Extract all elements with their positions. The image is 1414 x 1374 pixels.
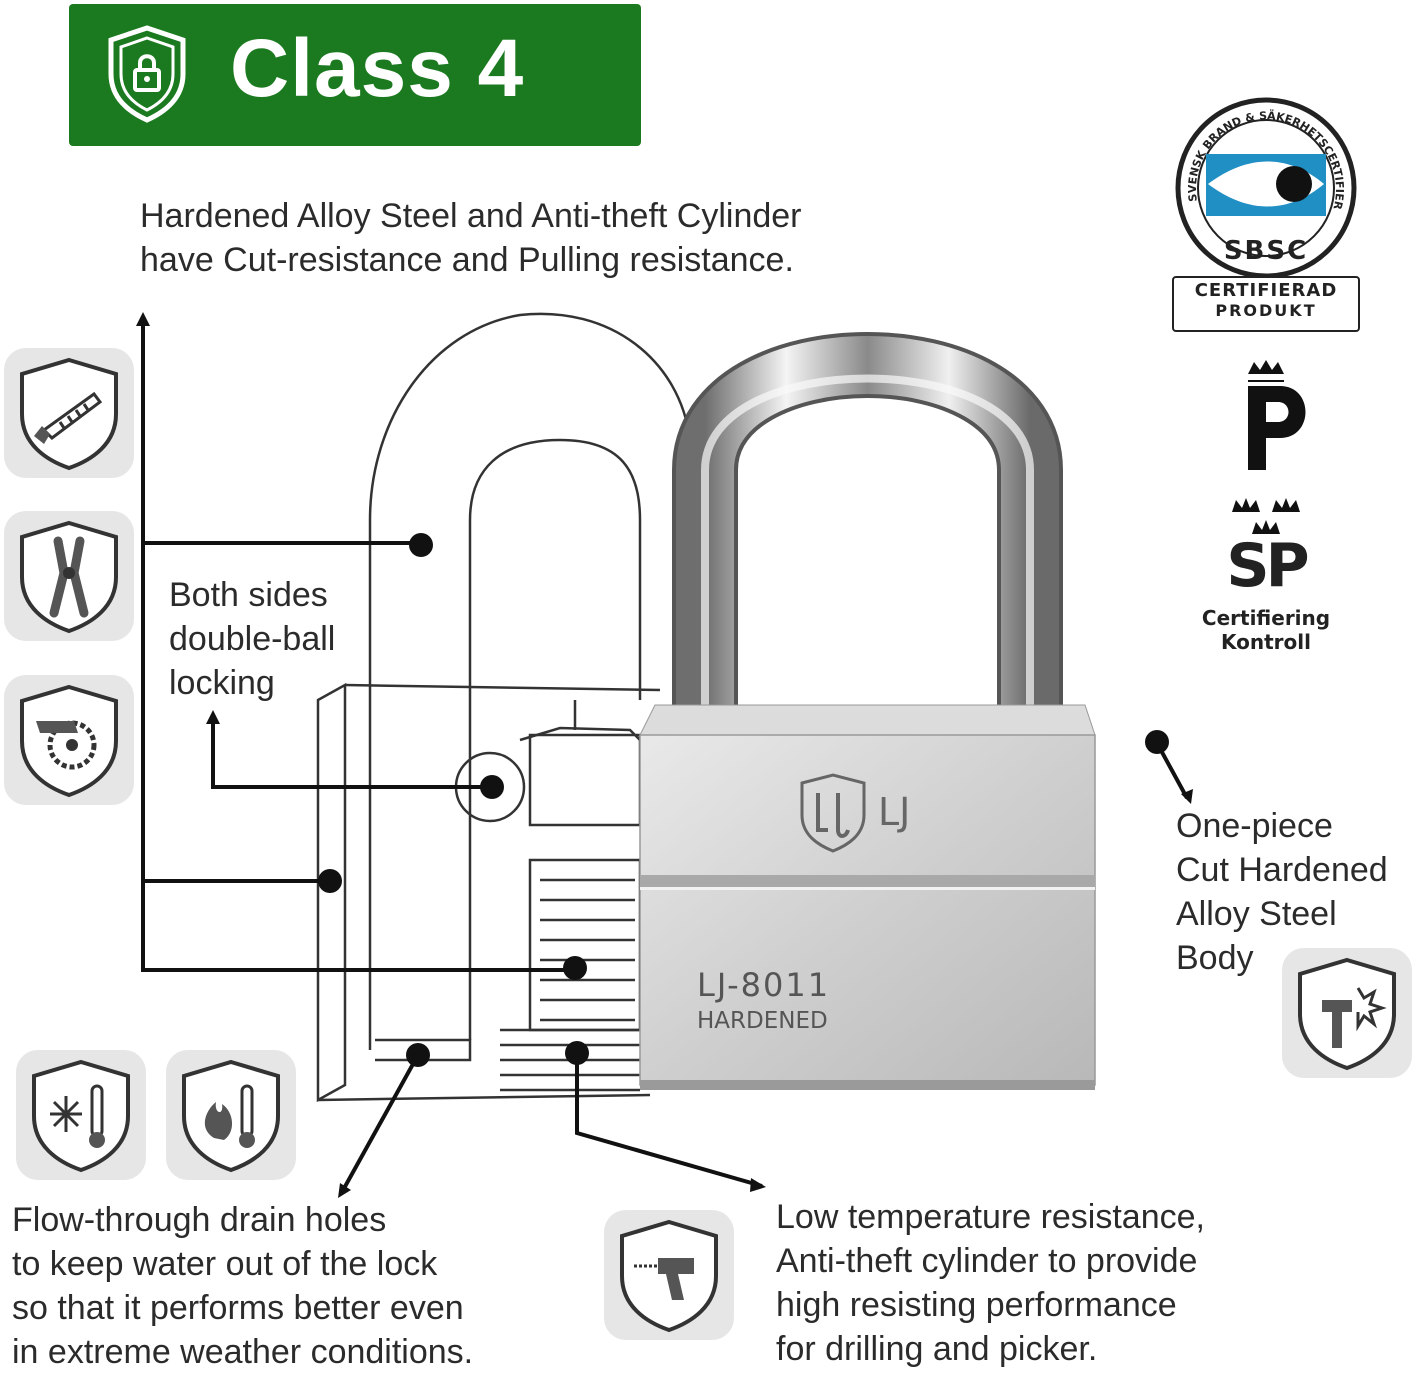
callout-temperature-line1: Low temperature resistance, [776,1198,1205,1236]
callout-drain-line4: in extreme weather conditions. [12,1333,474,1371]
p-crown-mark [1248,360,1306,470]
callout-locking-line3: locking [169,664,275,702]
callout-steel-line2: have Cut-resistance and Pulling resistan… [140,241,794,279]
drill-shield-icon [620,1219,718,1333]
hammer-shield-badge [1282,948,1412,1078]
callout-temperature-line2: Anti-theft cylinder to provide [776,1242,1198,1280]
saw-shield-icon [20,357,118,471]
callout-body-line2: Cut Hardened [1176,851,1388,889]
sbsc-eye-logo: SVENSK BRAND & SÄKERHETSCERTIFIERING AB [1168,96,1357,276]
bolt-cutter-shield-icon [20,520,118,634]
callout-drain-line2: to keep water out of the lock [12,1245,438,1283]
hammer-shield-icon [1298,957,1396,1071]
callout-temperature-line4: for drilling and picker. [776,1330,1098,1368]
cutaway-drawing [316,312,692,1103]
heat-shield-icon [182,1059,280,1173]
padlock-shackle [672,332,1063,735]
cold-shield-icon [32,1059,130,1173]
heat-shield-badge [166,1050,296,1180]
sbsc-certification: SVENSK BRAND & SÄKERHETSCERTIFIERING AB … [1168,96,1364,332]
sp-name: SP [1226,531,1309,601]
cold-shield-badge [16,1050,146,1180]
connector-dots [318,533,1169,1067]
callout-drain-line1: Flow-through drain holes [12,1201,387,1239]
callout-locking-line2: double-ball [169,620,336,658]
connector-lines [141,320,1189,1193]
lock-marking: HARDENED [697,1008,828,1034]
lock-brand: LJ [878,790,911,834]
circular-saw-shield-badge [4,675,134,805]
connector-arrowheads [136,312,1193,1198]
callout-locking-line1: Both sides [169,576,328,614]
callout-drain-line3: so that it performs better even [12,1289,464,1327]
callout-body-line4: Body [1176,939,1254,977]
callout-temperature-line3: high resisting performance [776,1286,1177,1324]
banner-title: Class 4 [230,23,525,114]
class-banner: Class 4 [69,4,641,146]
lock-model: LJ-8011 [697,966,831,1004]
shield-lock-icon [108,25,186,123]
circular-saw-shield-icon [20,684,118,798]
sbsc-label-box: CERTIFIERAD PRODUKT [1172,276,1360,332]
sbsc-label-line2: PRODUKT [1215,301,1317,320]
sbsc-label-line1: CERTIFIERAD [1194,280,1338,301]
sp-line1: Certifiering [1201,606,1331,630]
sbsc-name: SBSC [1223,236,1309,266]
saw-shield-badge [4,348,134,478]
callout-body-line3: Alloy Steel [1176,895,1337,933]
sp-line2: Kontroll [1221,630,1311,654]
three-crowns-icon [1232,498,1300,534]
callout-steel-line1: Hardened Alloy Steel and Anti-theft Cyli… [140,197,802,235]
callout-body-line1: One-piece [1176,807,1333,845]
bolt-cutter-shield-badge [4,511,134,641]
padlock-body [639,704,1096,1090]
drill-shield-badge [604,1210,734,1340]
